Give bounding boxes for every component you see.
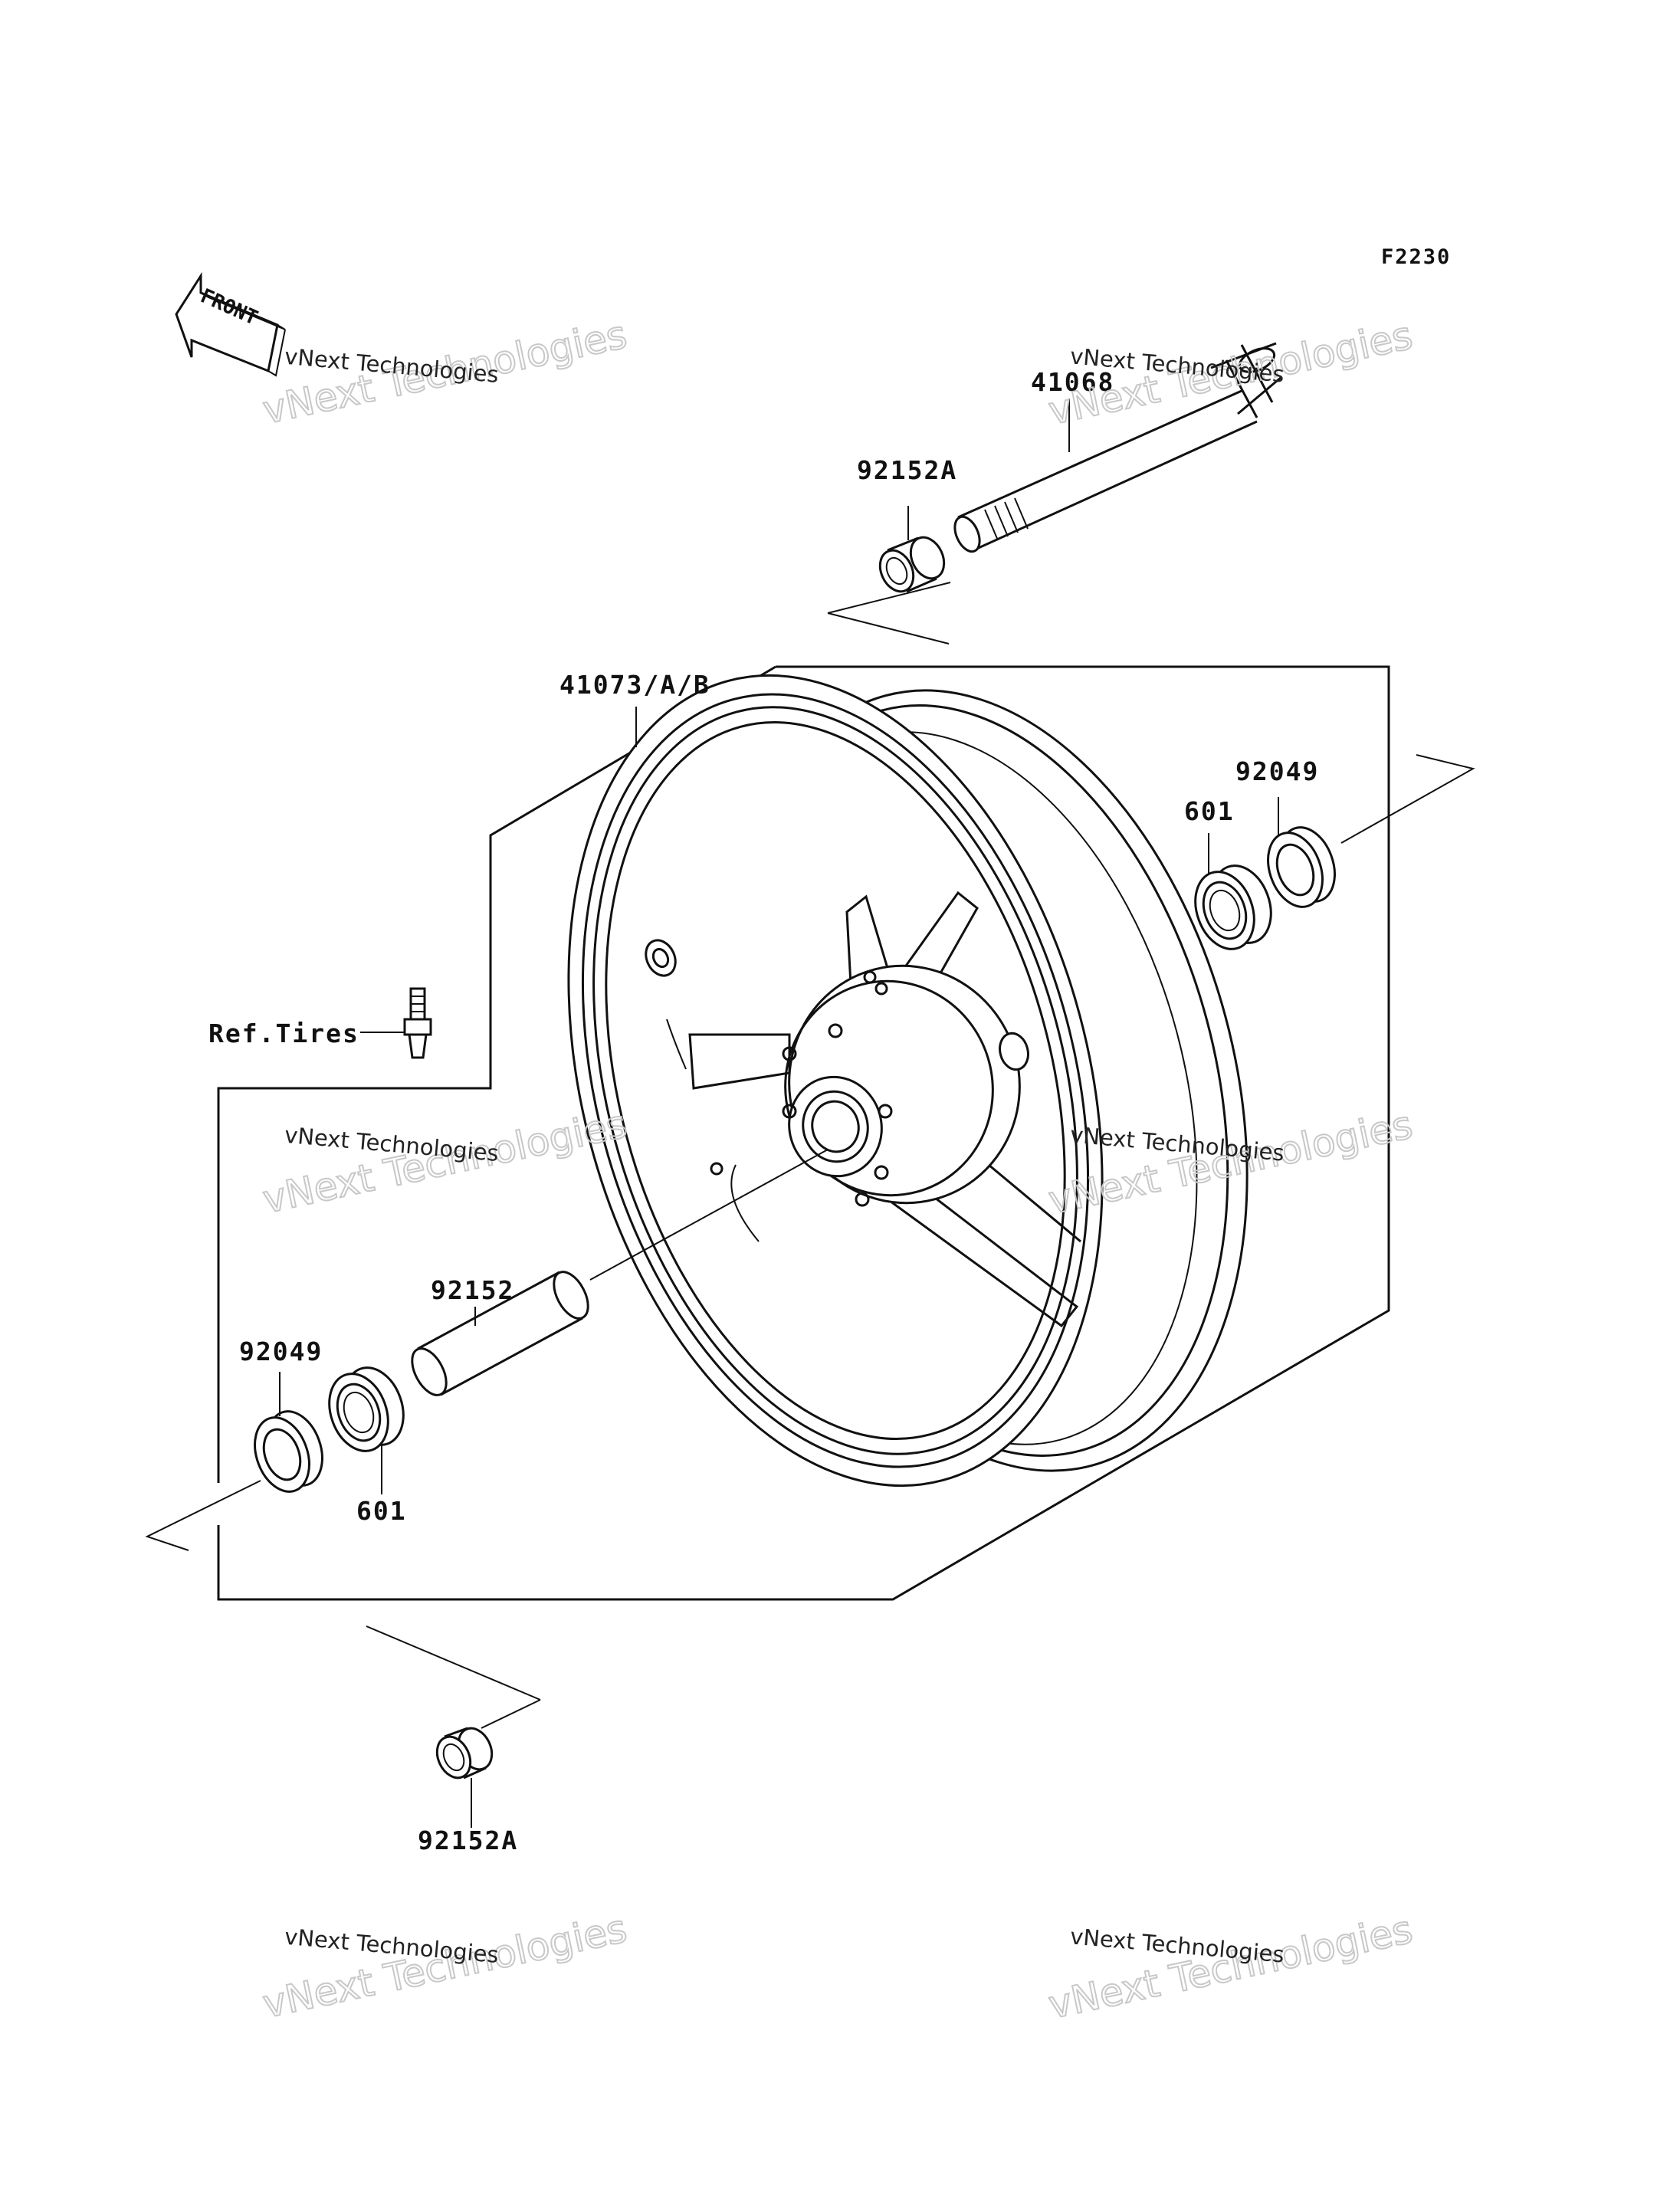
diagram-code: F2230 bbox=[1381, 245, 1451, 269]
right-projection-line bbox=[1340, 754, 1475, 844]
watermark: vNext Technologies vNext Technologies bbox=[1044, 1906, 1417, 2028]
valve-part bbox=[360, 987, 432, 1059]
watermark: vNext Technologies vNext Technologies bbox=[258, 311, 632, 433]
front-arrow-label: FRONT bbox=[197, 284, 261, 330]
axle-label: 41068 bbox=[1031, 367, 1114, 397]
seal-right-label: 92049 bbox=[1235, 756, 1319, 786]
spacer-label: 92152 bbox=[431, 1275, 514, 1305]
bearing-right-label: 601 bbox=[1184, 796, 1235, 826]
watermark: vNext Technologies vNext Technologies bbox=[258, 1905, 632, 2027]
assembly-boundary bbox=[217, 665, 1390, 1601]
front-arrow-icon: FRONT bbox=[175, 271, 286, 377]
bearing-left-label: 601 bbox=[356, 1496, 407, 1526]
valve-ref-label: Ref.Tires bbox=[208, 1018, 359, 1048]
assembly-boundary-left bbox=[217, 665, 776, 1483]
bearing-left-part bbox=[328, 1366, 405, 1494]
collar-bottom-label: 92152A bbox=[418, 1825, 518, 1855]
wheel-part bbox=[567, 674, 1249, 1488]
seal-left-label: 92049 bbox=[239, 1337, 323, 1366]
collar-top-label: 92152A bbox=[857, 455, 957, 485]
spacer-part bbox=[411, 1149, 829, 1396]
seal-right-part bbox=[1267, 797, 1336, 908]
watermark: vNext Technologies vNext Technologies bbox=[258, 1100, 632, 1222]
collar-top-part bbox=[827, 506, 951, 645]
collar-bottom-part bbox=[366, 1625, 541, 1828]
axle-part bbox=[953, 342, 1282, 553]
svg-text:vNext Technologies: vNext Technologies bbox=[259, 1906, 631, 2026]
left-projection-line bbox=[145, 1480, 261, 1551]
wheel-label: 41073/A/B bbox=[559, 670, 710, 700]
bearing-right-part bbox=[1194, 833, 1272, 950]
seal-left-part bbox=[254, 1372, 323, 1493]
